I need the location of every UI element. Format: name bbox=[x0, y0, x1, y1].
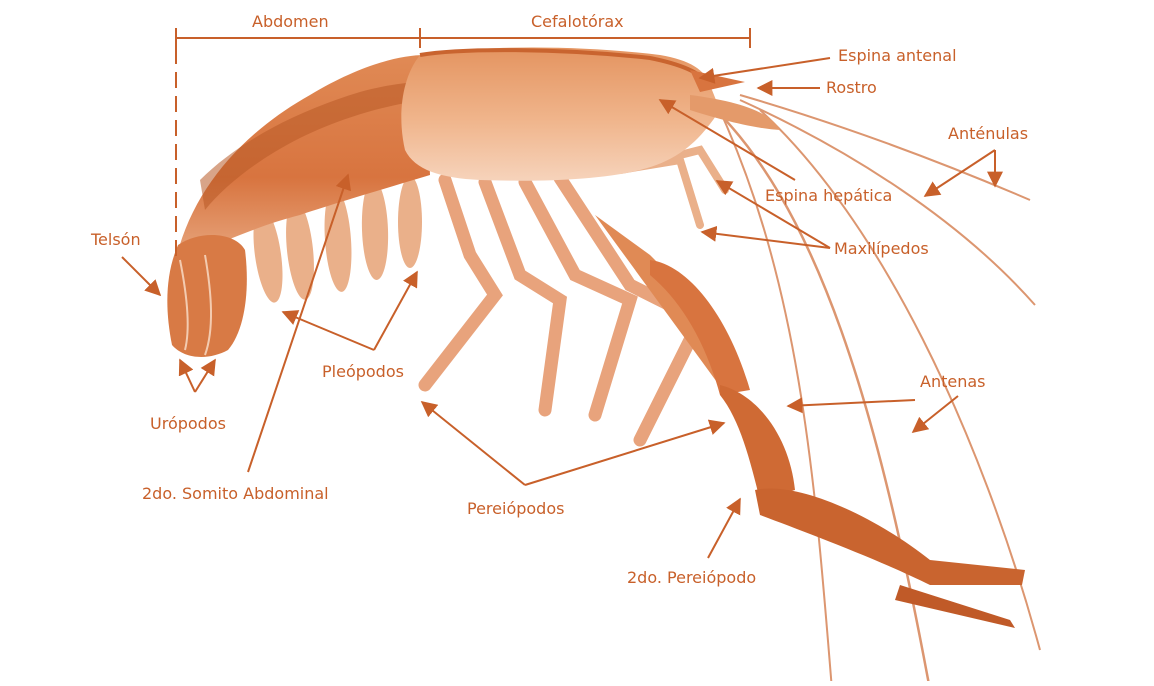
segundo-pereiopodo-label: 2do. Pereiópodo bbox=[627, 570, 756, 586]
telson bbox=[167, 235, 247, 357]
pereiopods bbox=[425, 178, 700, 440]
abdomen-region-label: Abdomen bbox=[252, 14, 329, 30]
segundo-somito-label: 2do. Somito Abdominal bbox=[142, 486, 329, 502]
rostro-label: Rostro bbox=[826, 80, 877, 96]
cephalothorax-region-label: Cefalotórax bbox=[531, 14, 624, 30]
antenulas-label: Anténulas bbox=[948, 126, 1028, 142]
uropodos-label: Urópodos bbox=[150, 416, 226, 432]
antennae bbox=[700, 95, 1040, 681]
telson-label: Telsón bbox=[91, 232, 141, 248]
pleopodos-label: Pleópodos bbox=[322, 364, 404, 380]
espina-hepatica-label: Espina hepática bbox=[765, 188, 892, 204]
pereiopodos-label: Pereiópodos bbox=[467, 501, 564, 517]
maxilipedos-label: Maxilípedos bbox=[834, 241, 929, 257]
espina-antenal-label: Espina antenal bbox=[838, 48, 957, 64]
antenas-label: Antenas bbox=[920, 374, 985, 390]
